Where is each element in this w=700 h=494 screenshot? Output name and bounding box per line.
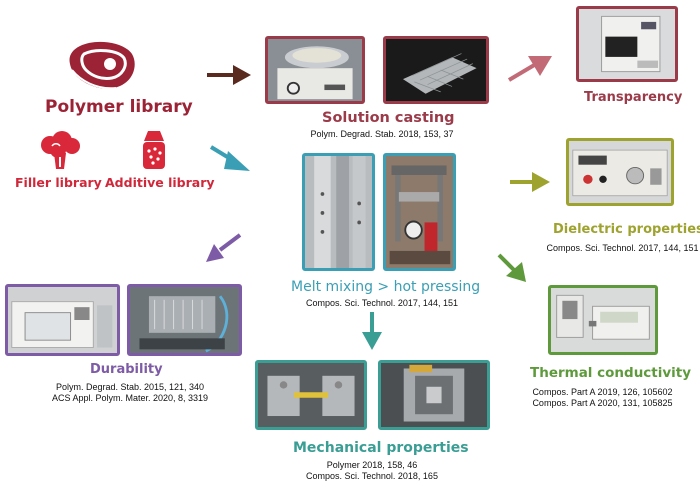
arrow-melt-to-dielectric	[510, 172, 550, 192]
transparency-title: Transparency	[584, 90, 683, 105]
polymer-library-label: Polymer library	[45, 97, 193, 117]
dielectric-title: Dielectric properties	[553, 222, 700, 237]
meat-steak-icon	[66, 40, 138, 92]
melt-mixing-photo-hot-press	[383, 153, 456, 271]
thermal-photo	[548, 285, 658, 355]
durability-title: Durability	[90, 362, 163, 377]
durability-photo-chamber	[5, 284, 120, 356]
mechanical-ref-1: Polymer 2018, 158, 46	[326, 460, 418, 470]
filler-library-label: Filler library	[15, 175, 102, 190]
thermal-ref-1: Compos. Part A 2019, 126, 105602	[532, 387, 673, 397]
melt-mixing-title: Melt mixing > hot pressing	[291, 279, 481, 295]
arrow-library-to-solution	[207, 65, 251, 85]
thermal-title: Thermal conductivity	[530, 365, 692, 381]
solution-casting-title: Solution casting	[322, 110, 455, 126]
solution-casting-photo-plate	[383, 36, 489, 104]
dielectric-ref: Compos. Sci. Technol. 2017, 144, 151	[546, 243, 699, 253]
mechanical-title: Mechanical properties	[293, 440, 469, 456]
arrow-library-to-melt	[209, 145, 250, 171]
arrow-solution-to-transparency	[507, 56, 552, 82]
salt-shaker-icon	[140, 129, 168, 171]
melt-mixing-photo-extruder	[302, 153, 375, 271]
broccoli-icon	[38, 131, 82, 171]
polymer-library-group: Polymer library	[30, 35, 193, 195]
additive-library-label: Additive library	[105, 175, 215, 190]
mechanical-photo-grips	[255, 360, 367, 430]
arrow-melt-to-durability	[206, 233, 242, 262]
durability-ref-1: Polym. Degrad. Stab. 2015, 121, 340	[55, 382, 205, 392]
mechanical-photo-fixture	[378, 360, 490, 430]
solution-casting-photo-stirrer	[265, 36, 365, 104]
melt-mixing-ref: Compos. Sci. Technol. 2017, 144, 151	[306, 298, 458, 308]
transparency-photo	[576, 6, 678, 82]
durability-photo-apparatus	[127, 284, 242, 356]
solution-casting-ref: Polym. Degrad. Stab. 2018, 153, 37	[310, 129, 454, 139]
arrow-melt-to-mechanical	[362, 312, 382, 350]
arrow-melt-to-thermal	[497, 253, 526, 282]
dielectric-photo	[566, 138, 674, 206]
durability-ref-2: ACS Appl. Polym. Mater. 2020, 8, 3319	[51, 393, 209, 403]
mechanical-ref-2: Compos. Sci. Technol. 2018, 165	[306, 471, 438, 481]
thermal-ref-2: Compos. Part A 2020, 131, 105825	[532, 398, 673, 408]
